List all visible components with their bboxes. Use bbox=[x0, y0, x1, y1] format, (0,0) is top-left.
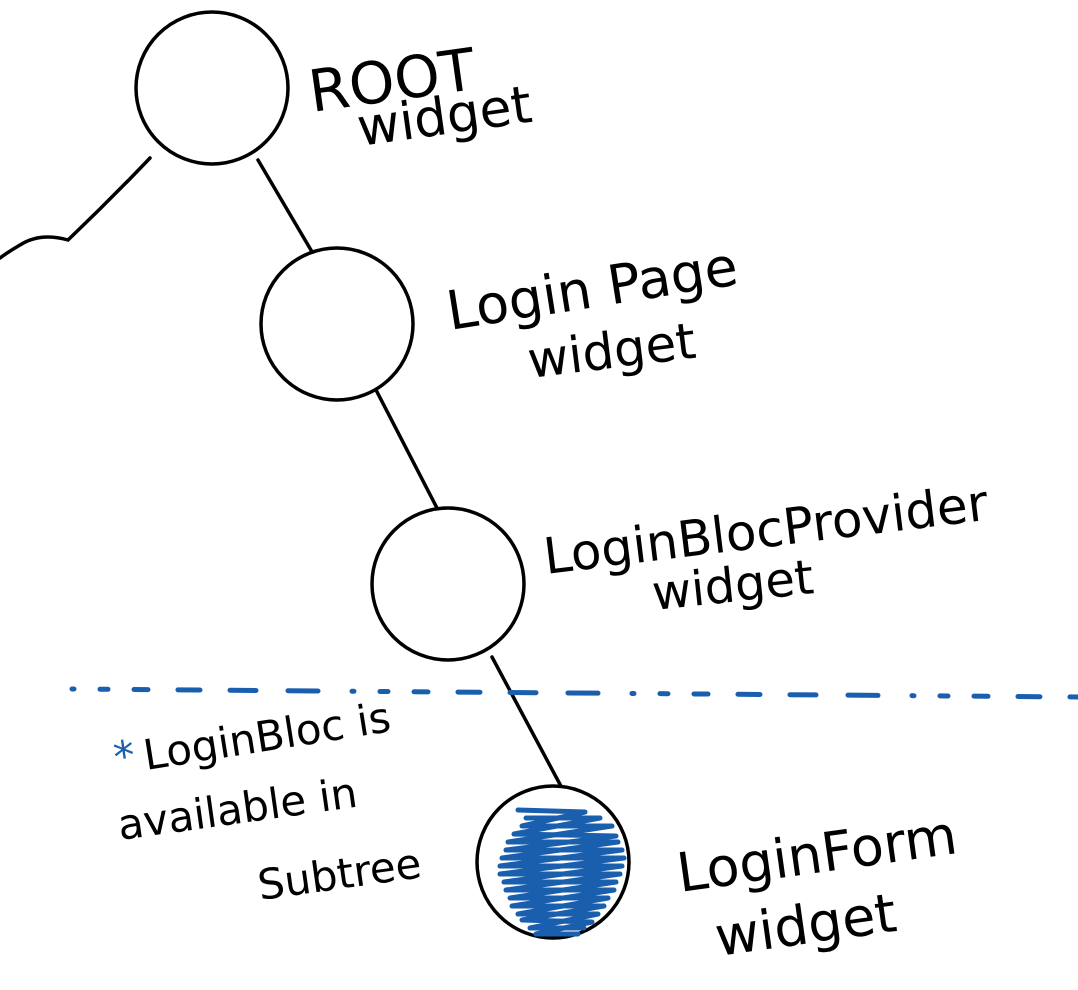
label-login-form: LoginForm widget bbox=[673, 803, 961, 969]
label-login-bloc-provider: LoginBlocProvider widget bbox=[540, 474, 991, 622]
subtree-note: * LoginBloc is available in Subtree bbox=[111, 692, 425, 909]
subtree-boundary-dashed-line bbox=[69, 686, 1078, 700]
edge-root-to-loginpage bbox=[256, 158, 320, 264]
note-line2: available in bbox=[115, 768, 361, 850]
label-root: ROOT widget bbox=[304, 35, 535, 159]
note-line1: LoginBloc is bbox=[140, 692, 394, 779]
login-form-scribble-fill bbox=[497, 807, 627, 937]
note-asterisk: * bbox=[111, 730, 139, 781]
label-login-form-line1: LoginForm bbox=[673, 803, 961, 905]
edge-root-offscreen bbox=[0, 156, 152, 260]
label-login-page: Login Page widget bbox=[442, 235, 742, 390]
edge-loginpage-to-provider bbox=[373, 386, 440, 512]
node-login-page-circle bbox=[259, 246, 415, 402]
note-line3: Subtree bbox=[255, 838, 425, 909]
node-root-circle bbox=[134, 10, 290, 166]
node-login-bloc-provider-circle bbox=[370, 506, 526, 662]
edge-provider-to-loginform bbox=[490, 655, 565, 792]
